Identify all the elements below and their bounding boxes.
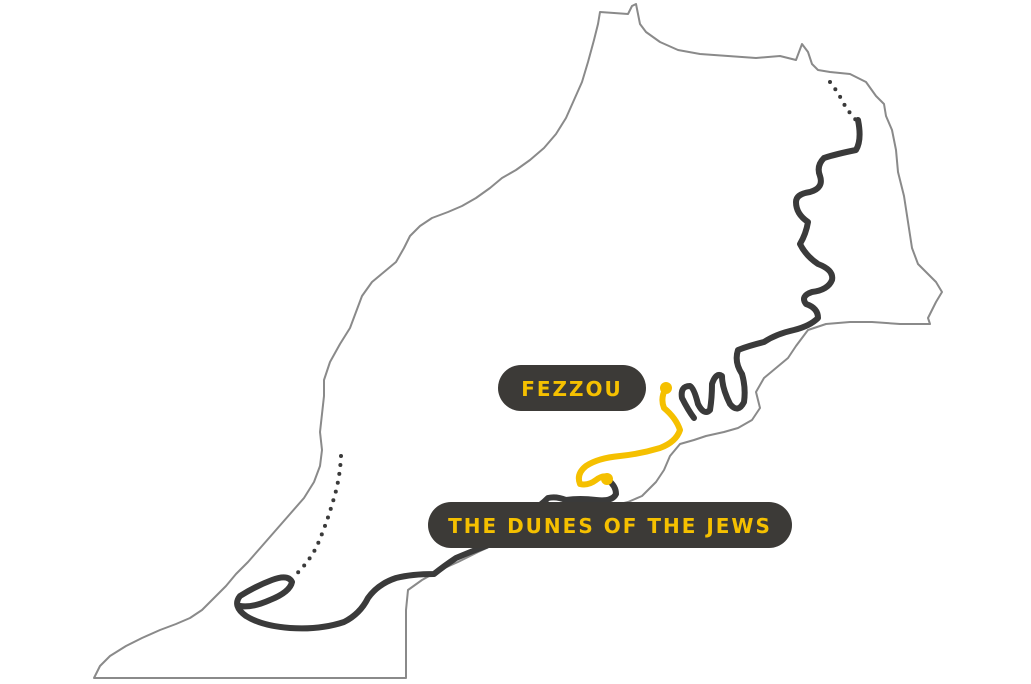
dunes-label-bg [428,502,792,548]
fezzou-label-bg [498,365,646,411]
fezzou-label-text: FEZZOU [521,377,623,401]
main-route-south [234,477,619,632]
fezzou-marker [660,382,672,394]
dotted-route-west [290,454,343,580]
highlight-route [575,385,683,488]
dunes-label: THE DUNES OF THE JEWS [428,502,792,548]
dunes-marker [601,473,613,485]
fezzou-label: FEZZOU [498,365,646,411]
main-route [678,117,863,421]
dotted-route-north [828,80,858,122]
country-border [93,3,943,679]
dunes-label-text: THE DUNES OF THE JEWS [448,514,772,538]
